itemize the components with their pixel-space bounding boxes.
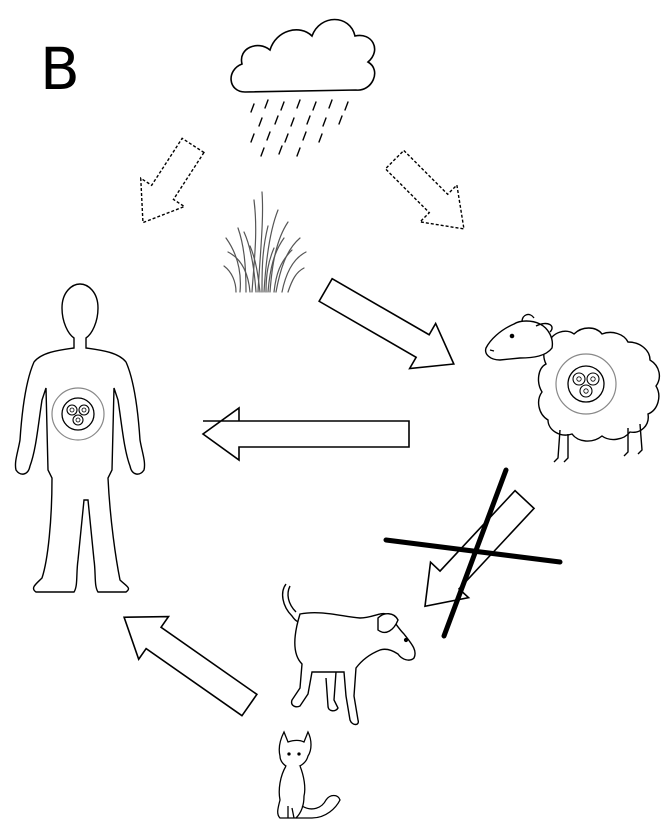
grass-icon <box>224 192 306 292</box>
dog-icon <box>283 584 415 725</box>
parasite-cyst-icon <box>556 354 616 414</box>
parasite-cyst-icon <box>52 388 104 440</box>
rain-cloud-icon <box>231 20 375 157</box>
arrow-cloud-to-sheep <box>376 141 482 247</box>
human-icon <box>15 284 144 592</box>
cross-out-mark <box>386 470 560 636</box>
arrow-sheep-to-human <box>203 408 409 460</box>
arrow-cloud-to-human <box>121 131 215 236</box>
sheep-icon <box>486 315 660 462</box>
cat-icon <box>278 732 340 818</box>
arrow-grass-to-sheep <box>313 267 467 386</box>
arrow-dog-to-human <box>109 596 264 726</box>
